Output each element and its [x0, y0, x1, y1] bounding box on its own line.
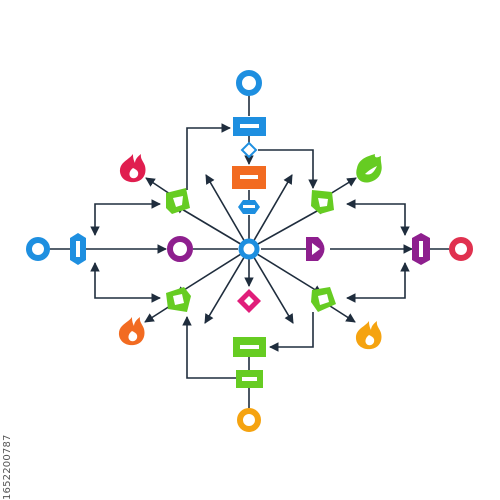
- pentagon-green-top-left: [166, 188, 190, 214]
- pentagon-green-top-right: [311, 190, 334, 214]
- pentagon-green-bottom-left: [166, 287, 191, 312]
- leaf-icon: [356, 154, 382, 183]
- flame-icon: [118, 317, 145, 346]
- loop-top-left: [186, 123, 231, 190]
- line-to-flame-orange: [144, 305, 171, 323]
- flame-icon: [119, 154, 146, 183]
- bracket-left-bottom: [90, 262, 161, 303]
- line-to-flame-red: [145, 177, 171, 195]
- process-bottom-green-1: [233, 337, 266, 357]
- line-to-flame-amber: [329, 305, 356, 323]
- stock-id: 1652200787: [2, 434, 13, 500]
- loop-top-right: [258, 149, 318, 189]
- radial-arrows: [174, 174, 327, 324]
- process-bottom-green-2: [236, 370, 263, 388]
- shield-purple: [306, 237, 325, 261]
- hexagon-blue: [238, 200, 260, 214]
- bracket-right-top: [346, 199, 410, 236]
- nodes: [26, 70, 473, 432]
- bracket-right-bottom: [346, 262, 410, 303]
- decision-pink: [237, 289, 261, 313]
- terminal-left-ring: [26, 237, 50, 261]
- loop-bottom-left: [182, 316, 236, 379]
- decision-top-small: [240, 141, 258, 159]
- hexagon-left-blue: [70, 233, 86, 265]
- connectors: [48, 95, 449, 408]
- process-orange: [232, 166, 266, 189]
- loop-bottom-right: [269, 312, 314, 352]
- process-top-blue: [233, 117, 266, 136]
- terminal-right-ring: [449, 237, 473, 261]
- circle-purple: [167, 236, 193, 262]
- terminal-top-ring: [236, 70, 262, 96]
- flame-icon: [355, 321, 382, 350]
- terminal-bottom-ring: [237, 408, 261, 432]
- hexagon-right-purple: [412, 233, 430, 265]
- pentagon-green-bottom-right: [311, 287, 336, 312]
- terminal-center-ring: [238, 238, 260, 260]
- bracket-left-top: [90, 199, 161, 236]
- line-to-leaf-green: [329, 177, 357, 195]
